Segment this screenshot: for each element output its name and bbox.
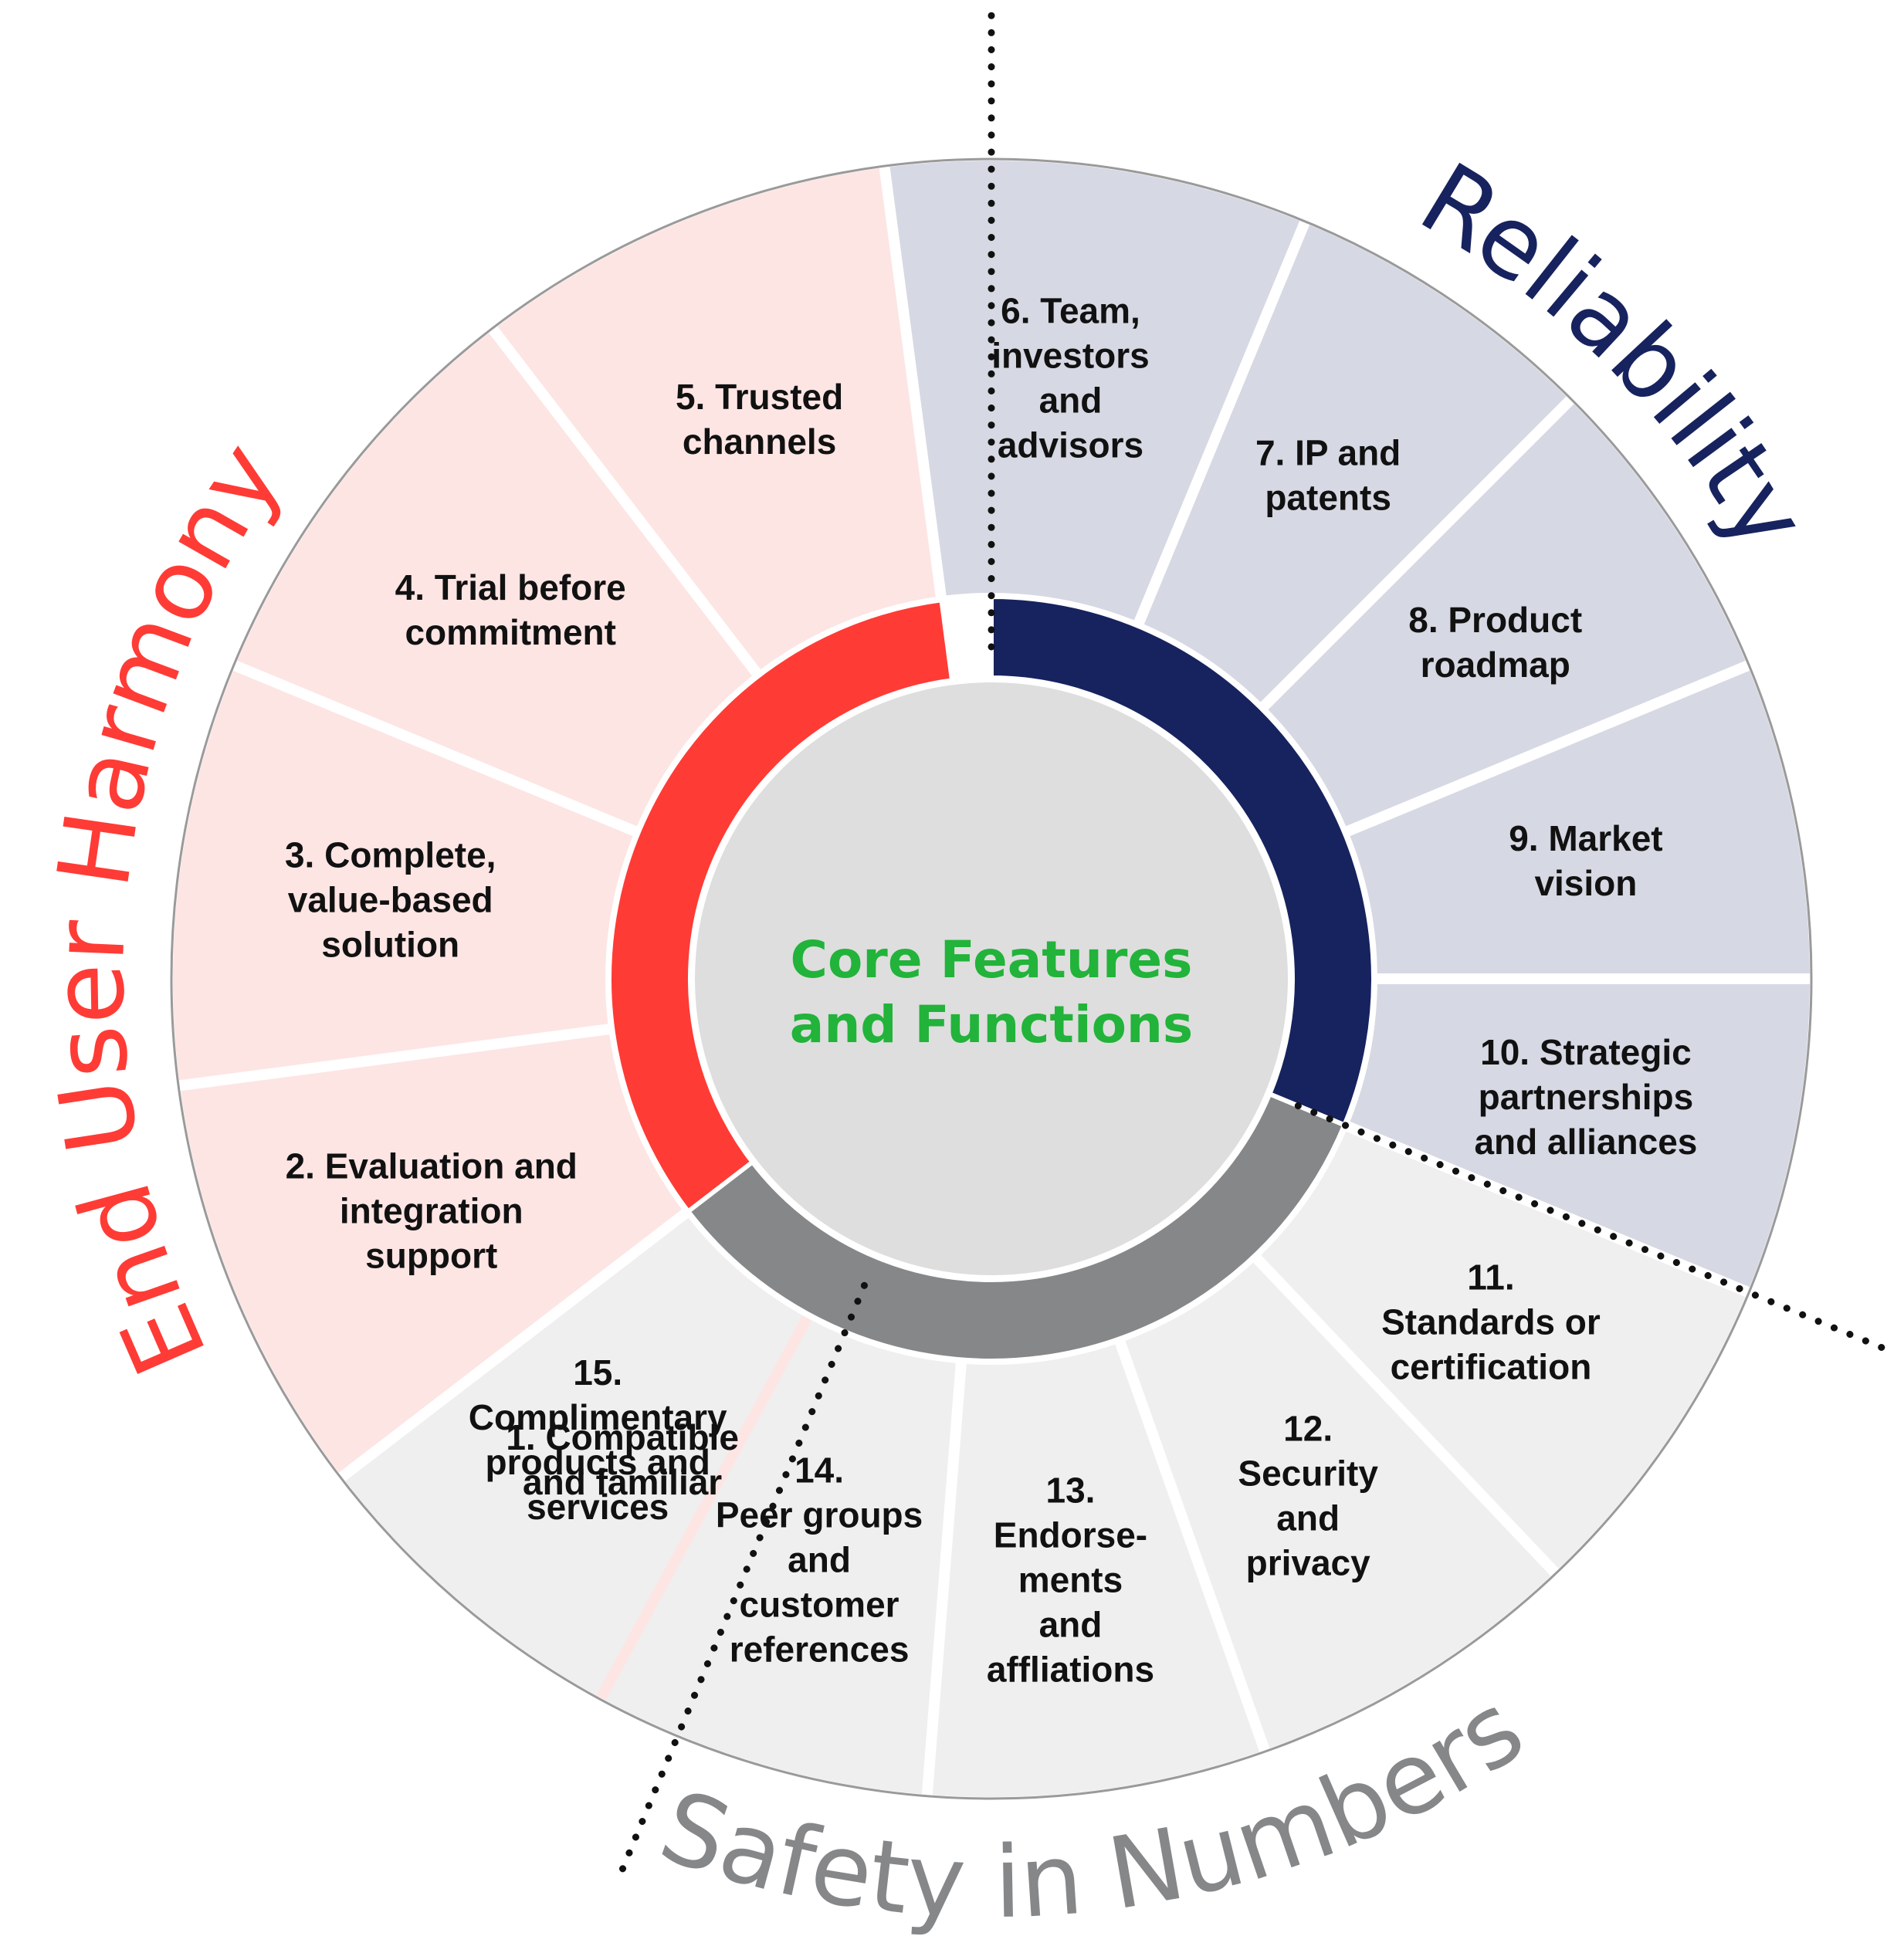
segments-layer	[172, 160, 1810, 1798]
center-disc	[689, 676, 1294, 1281]
segment-label-line: advisors	[998, 425, 1143, 465]
segment-label-15: 15.Complimentary products and services	[469, 1352, 727, 1527]
segment-label-line: 5. Trusted	[676, 377, 843, 417]
segment-label-line: 2. Evaluation and	[286, 1146, 578, 1186]
segment-label-line: Endorse-	[994, 1515, 1147, 1555]
segment-label-13: 13. Endorse-ments and affliations	[987, 1470, 1154, 1689]
segment-labels: 1. Compatible and familiar 2. Evaluation a…	[285, 291, 1697, 1690]
segment-12	[1125, 1262, 1551, 1748]
segment-label-line: 13.	[1045, 1470, 1095, 1510]
segment-label-line: 6. Team,	[1001, 291, 1140, 331]
segment-2	[181, 1034, 683, 1473]
segment-label-line: channels	[683, 421, 836, 462]
outer-rim	[170, 157, 1813, 1800]
segment-8	[1268, 404, 1746, 827]
center-title-line-1: Core Features	[791, 930, 1193, 990]
segment-label-line: integration	[340, 1190, 523, 1230]
group-divider-3	[1294, 1102, 1887, 1352]
segment-label-10: 10. Strategic partnerships and alliances	[1474, 1032, 1697, 1162]
segment-label-line: 15.	[573, 1352, 622, 1393]
segment-9	[1350, 670, 1810, 974]
segment-label-line: support	[365, 1235, 497, 1275]
segment-label-line: affliations	[987, 1649, 1154, 1689]
segment-label-line: and	[788, 1540, 851, 1580]
segment-label-9: 9. Market vision	[1509, 818, 1662, 903]
segment-label-line: patents	[1265, 477, 1391, 517]
segment-label-line: 4. Trial before	[395, 567, 626, 608]
segment-label-line: 11.	[1467, 1257, 1514, 1298]
segment-label-line: products and	[486, 1442, 710, 1482]
segment-label-line: and familiar	[523, 1462, 722, 1502]
segment-label-line: 10. Strategic	[1480, 1032, 1692, 1072]
segment-label-line: Peer groups	[716, 1495, 923, 1535]
segment-13	[932, 1344, 1260, 1798]
segment-label-line: certification	[1391, 1347, 1592, 1387]
segment-label-line: Security	[1238, 1453, 1378, 1493]
segment-label-line: Complimentary	[469, 1397, 727, 1437]
segment-label-8: 8. Product roadmap	[1408, 600, 1582, 685]
segment-label-3: 3. Complete, value-based solution	[285, 835, 496, 965]
segment-label-line: commitment	[405, 612, 615, 652]
segment-label-line: and	[1039, 1604, 1103, 1644]
center-title-line-2: and Functions	[790, 995, 1193, 1054]
group-divider-1	[618, 1281, 868, 1874]
segment-label-line: ments	[1018, 1559, 1123, 1599]
segment-6	[889, 160, 1300, 621]
segment-label-line: 14.	[794, 1450, 844, 1491]
segment-label-line: 12.	[1283, 1408, 1333, 1448]
segment-label-line: value-based	[288, 880, 493, 920]
segment-10	[1350, 983, 1810, 1288]
segment-15	[345, 1217, 803, 1696]
segment-label-line: 9. Market	[1509, 818, 1662, 858]
segment-label-line: 7. IP and	[1255, 432, 1401, 472]
dotted-dividers	[618, 10, 1887, 1874]
segment-label-line: 8. Product	[1408, 600, 1582, 640]
segment-label-1: 1. Compatible and familiar	[506, 1417, 739, 1502]
segment-14	[605, 1320, 956, 1795]
segment-label-line: 3. Complete,	[285, 835, 496, 875]
segment-label-line: references	[730, 1630, 910, 1670]
segment-label-line: solution	[321, 925, 459, 965]
segment-label-line: and	[1039, 381, 1103, 421]
segment-label-line: Standards or	[1381, 1302, 1601, 1342]
segment-label-7: 7. IP and patents	[1255, 432, 1401, 517]
segment-label-line: privacy	[1246, 1542, 1371, 1582]
segment-label-line: investors	[991, 336, 1150, 376]
segment-label-line: services	[527, 1487, 669, 1527]
segment-5	[497, 168, 936, 670]
segment-3	[172, 670, 633, 1081]
segment-label-line: roadmap	[1421, 645, 1570, 685]
segment-label-line: 1. Compatible	[506, 1417, 739, 1457]
segment-label-11: 11.Standards or certification	[1381, 1257, 1601, 1387]
segment-11	[1261, 1131, 1746, 1569]
segment-label-line: and	[1276, 1498, 1340, 1538]
segment-label-line: partnerships	[1479, 1077, 1694, 1117]
segment-label-line: and alliances	[1474, 1122, 1697, 1162]
segment-7	[1143, 225, 1567, 702]
segment-4	[237, 333, 753, 827]
segment-label-line: customer	[740, 1585, 899, 1625]
segment-label-line: vision	[1534, 863, 1637, 903]
segment-label-14: 14.Peer groups and customer references	[716, 1450, 923, 1670]
